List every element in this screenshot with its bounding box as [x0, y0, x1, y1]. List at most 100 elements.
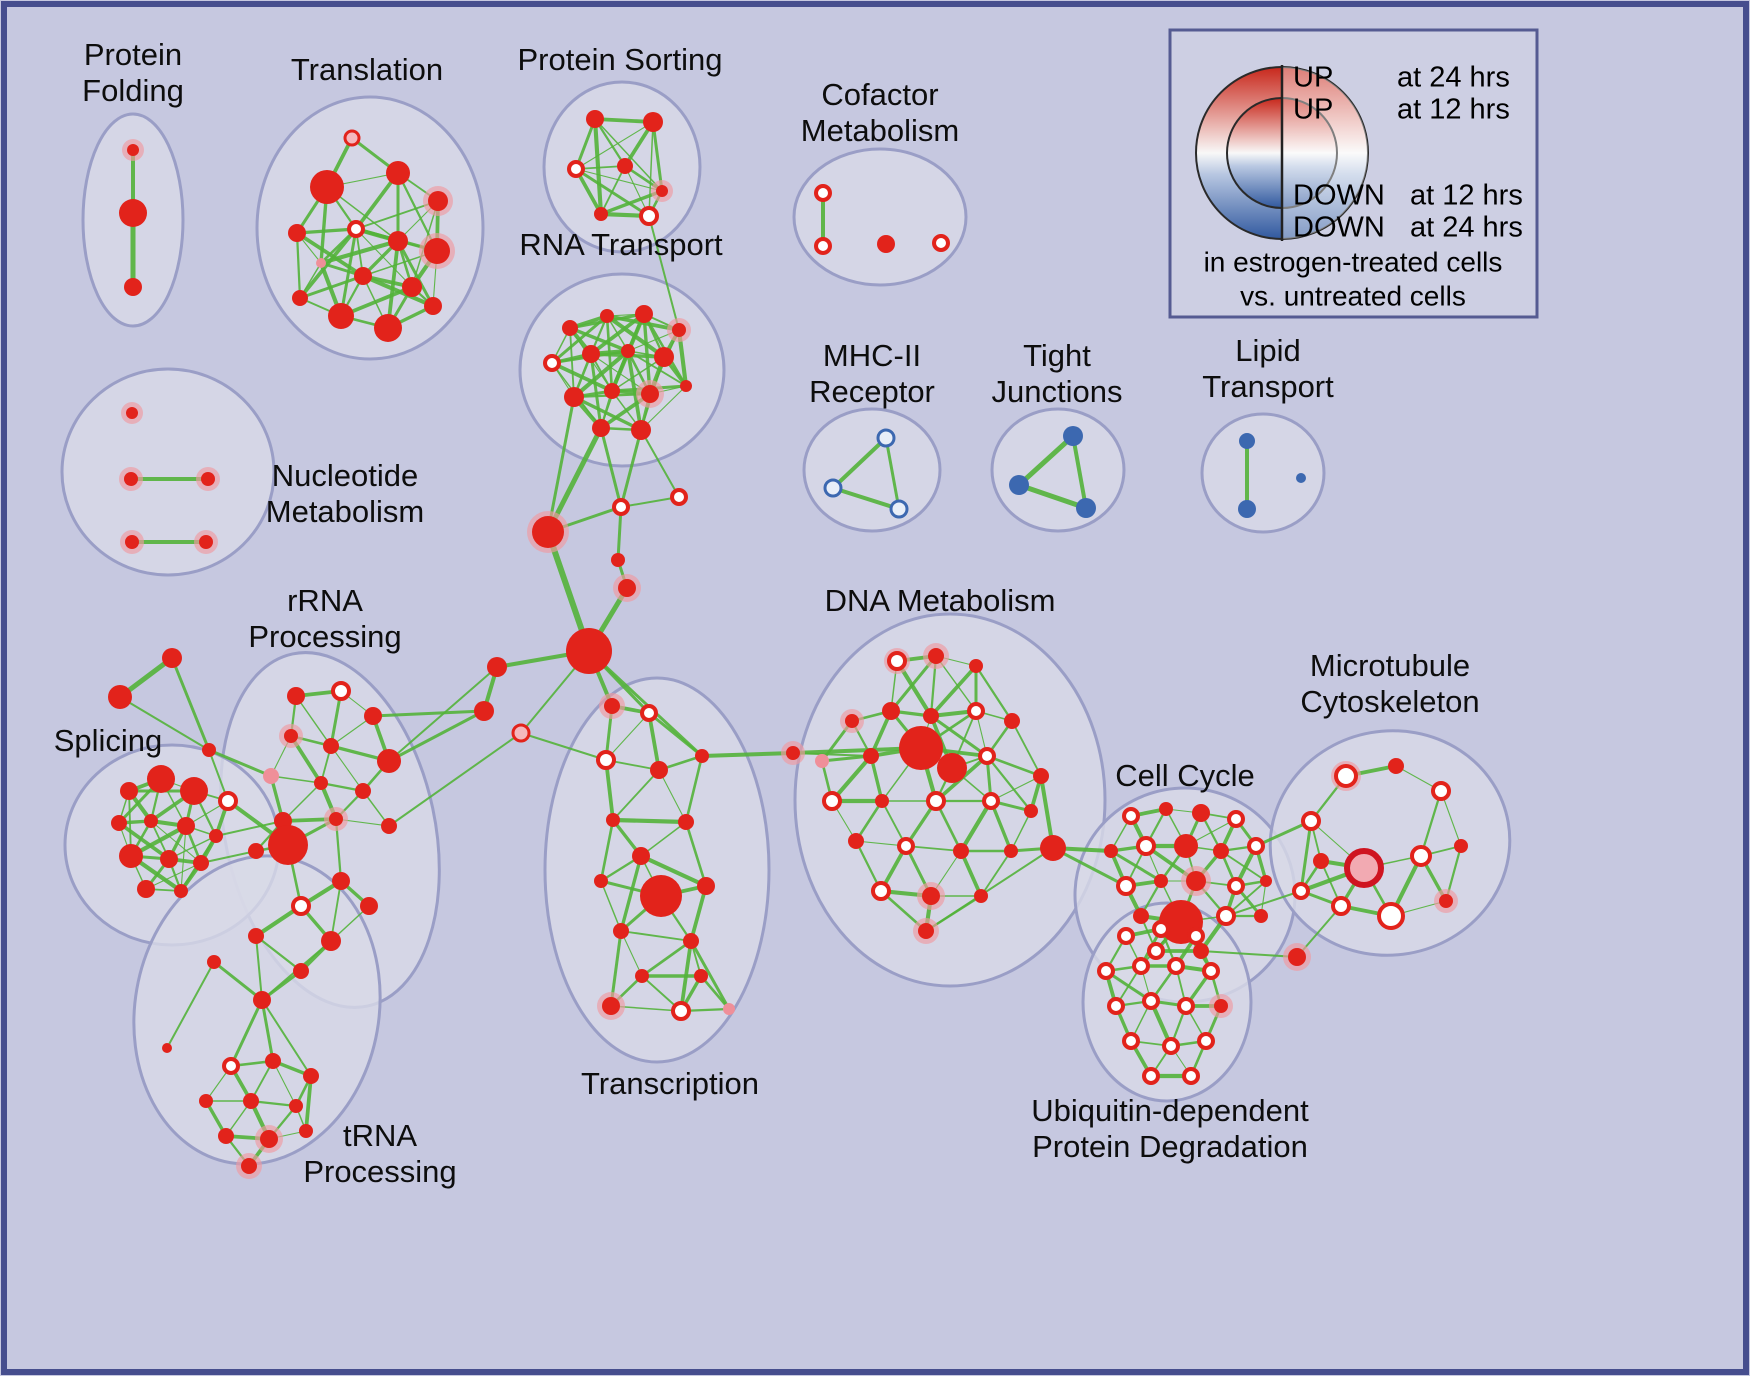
edge: [272, 1060, 297, 1107]
edge: [620, 496, 680, 508]
node: [120, 782, 138, 800]
cluster-label: Transport: [1202, 369, 1334, 404]
node: [314, 776, 328, 790]
node: [582, 345, 600, 363]
node: [845, 714, 859, 728]
cluster-label: MHC-II: [823, 338, 921, 373]
node: [424, 297, 442, 315]
node: [364, 707, 382, 725]
legend-up12-time: at 12 hrs: [1397, 94, 1510, 126]
edge: [884, 436, 901, 511]
edge: [1010, 810, 1032, 852]
node: [596, 750, 616, 770]
edge: [260, 998, 275, 1063]
edge: [985, 754, 1033, 813]
edge: [925, 847, 1054, 932]
legend-caption-line1: in estrogen-treated cells: [1204, 246, 1503, 277]
node: [402, 277, 422, 297]
node: [1009, 475, 1029, 495]
cluster-label: Processing: [248, 619, 401, 654]
node: [887, 651, 907, 671]
edge: [575, 121, 654, 170]
node: [643, 112, 663, 132]
node: [1454, 839, 1468, 853]
edge: [330, 745, 364, 792]
node: [974, 889, 988, 903]
cluster-label: rRNA: [287, 583, 363, 618]
node: [1254, 909, 1268, 923]
edge: [1220, 850, 1267, 882]
legend-down24-time: at 24 hrs: [1410, 212, 1523, 244]
nodes: [108, 110, 1468, 1179]
node: [1313, 853, 1329, 869]
legend-up24-time: at 24 hrs: [1397, 62, 1510, 94]
node: [177, 817, 195, 835]
node: [871, 881, 891, 901]
node: [199, 535, 213, 549]
node: [882, 702, 900, 720]
node: [487, 657, 507, 677]
node: [386, 161, 410, 185]
node: [848, 833, 864, 849]
node: [292, 290, 308, 306]
node: [1301, 811, 1321, 831]
node: [822, 791, 842, 811]
edge: [298, 227, 358, 300]
node: [303, 1068, 319, 1084]
node: [1159, 802, 1173, 816]
edge: [929, 664, 978, 718]
node: [511, 723, 531, 743]
node: [650, 761, 668, 779]
node: [241, 1158, 257, 1174]
node: [289, 1099, 303, 1113]
edge: [905, 845, 962, 852]
edge: [569, 327, 575, 398]
edge: [958, 798, 994, 854]
cluster-ellipse-transcription: [543, 676, 771, 1064]
node: [695, 749, 709, 763]
node: [180, 777, 208, 805]
node: [323, 738, 339, 754]
edge: [831, 436, 888, 490]
edge: [396, 239, 435, 308]
node: [1147, 942, 1165, 960]
node: [199, 1094, 213, 1108]
node: [1004, 713, 1020, 729]
node: [656, 185, 668, 197]
node: [268, 825, 308, 865]
node: [328, 303, 354, 329]
node: [1133, 908, 1149, 924]
edge: [980, 850, 1012, 897]
node: [922, 887, 940, 905]
node: [1388, 758, 1404, 774]
node: [218, 791, 238, 811]
node: [1182, 1067, 1200, 1085]
node: [1107, 997, 1125, 1015]
node: [1122, 807, 1140, 825]
node: [926, 791, 946, 811]
edge: [619, 428, 643, 509]
node: [1136, 836, 1156, 856]
node: [209, 829, 223, 843]
edge: [619, 854, 643, 933]
node: [815, 754, 829, 768]
node: [982, 792, 1000, 810]
node: [1004, 844, 1018, 858]
edge: [604, 758, 615, 822]
node: [354, 267, 372, 285]
edge: [1225, 890, 1302, 917]
node: [612, 498, 630, 516]
node: [567, 160, 585, 178]
edge: [974, 664, 1014, 723]
node: [1076, 498, 1096, 518]
edge: [600, 880, 622, 932]
edge: [589, 352, 603, 430]
node: [697, 877, 715, 895]
node: [635, 969, 649, 983]
node: [937, 753, 967, 783]
node: [1142, 1067, 1160, 1085]
edge: [388, 732, 522, 827]
